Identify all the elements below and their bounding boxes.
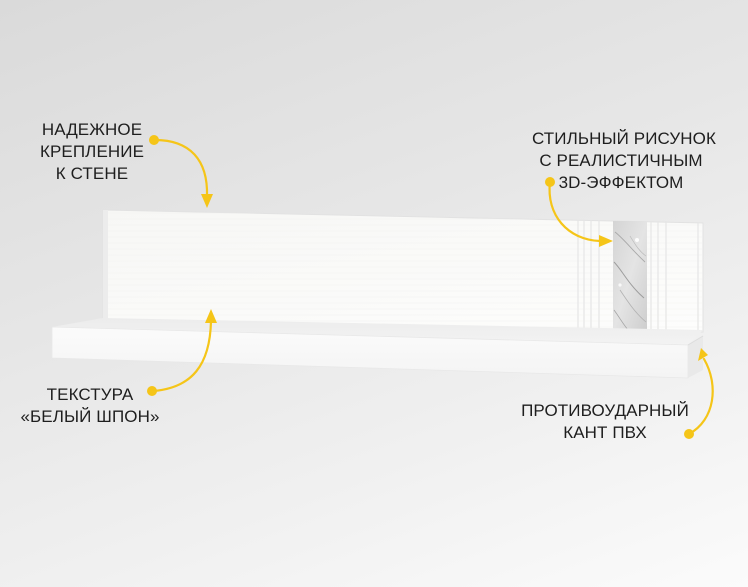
callout-dots [147,135,694,439]
dot-icon [545,177,555,187]
arrow-up-icon [205,309,217,323]
callout-mounting-line-3: К СТЕНЕ [55,164,129,183]
dot-icon [149,135,159,145]
dot-icon [684,429,694,439]
callout-texture-line-1: ТЕКСТУРА [46,385,134,404]
callout-pattern: СТИЛЬНЫЙ РИСУНОК С РЕАЛИСТИЧНЫМ 3D-ЭФФЕК… [532,128,716,194]
dot-icon [147,386,157,396]
arrow-up-left-icon [698,348,708,361]
callout-pattern-line-3: 3D-ЭФФЕКТОМ [558,173,684,192]
callout-pattern-line-2: С РЕАЛИСТИЧНЫМ [539,151,703,170]
callout-edge-line-2: КАНТ ПВХ [563,423,647,442]
callout-arrows [151,138,714,436]
decor-grooves [577,220,699,332]
marble-insert [613,221,647,333]
callout-mounting-line-1: НАДЕЖНОЕ [41,120,143,139]
shelf-board [51,318,704,379]
arrow-right-icon [599,235,613,247]
callout-texture-line-2: «БЕЛЫЙ ШПОН» [20,407,160,426]
callout-edge-line-1: ПРОТИВОУДАРНЫЙ [521,401,689,420]
arrow-down-icon [201,194,213,208]
callout-pattern-line-1: СТИЛЬНЫЙ РИСУНОК [532,129,716,148]
callout-mounting-line-2: КРЕПЛЕНИЕ [39,142,145,161]
callout-texture: ТЕКСТУРА «БЕЛЫЙ ШПОН» [10,384,170,428]
back-panel [102,209,704,333]
callout-edge: ПРОТИВОУДАРНЫЙ КАНТ ПВХ [508,400,702,444]
callout-mounting: НАДЕЖНОЕ КРЕПЛЕНИЕ К СТЕНЕ [36,119,148,185]
callout-arrowheads [201,194,708,361]
